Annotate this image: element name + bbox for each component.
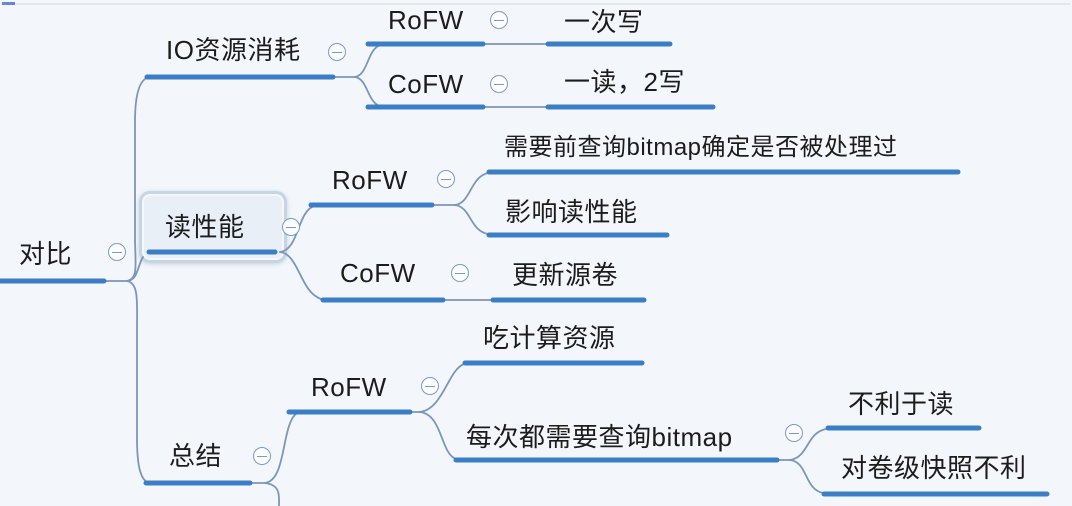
- top-edge-line: [15, 3, 1070, 5]
- collapse-icon[interactable]: [785, 424, 803, 442]
- collapse-icon[interactable]: [328, 43, 346, 61]
- topic-rofw-io[interactable]: RoFW: [388, 5, 464, 35]
- topic-bad-for-volume-snapshot[interactable]: 对卷级快照不利: [841, 453, 1027, 483]
- collapse-icon[interactable]: [421, 377, 439, 395]
- topic-read-performance[interactable]: 读性能: [165, 212, 245, 242]
- topic-affect-read-performance[interactable]: 影响读性能: [505, 197, 638, 227]
- topic-summary[interactable]: 总结: [169, 441, 223, 471]
- topic-query-bitmap-every-time[interactable]: 每次都需要查询bitmap: [466, 422, 733, 452]
- topic-consume-compute[interactable]: 吃计算资源: [483, 323, 616, 353]
- collapse-icon[interactable]: [437, 170, 455, 188]
- collapse-icon[interactable]: [253, 447, 271, 465]
- collapse-icon[interactable]: [282, 218, 300, 236]
- topic-cofw-read[interactable]: CoFW: [340, 258, 416, 288]
- topic-rofw-read[interactable]: RoFW: [332, 165, 408, 195]
- topic-one-write[interactable]: 一次写: [564, 7, 644, 37]
- collapse-icon[interactable]: [490, 11, 508, 29]
- topic-bad-for-read[interactable]: 不利于读: [848, 389, 955, 419]
- top-edge-progress-segment: [2, 2, 15, 5]
- topic-rofw-summary[interactable]: RoFW: [311, 372, 387, 402]
- topic-compare[interactable]: 对比: [19, 239, 73, 269]
- collapse-icon[interactable]: [108, 243, 126, 261]
- topic-io-consumption[interactable]: IO资源消耗: [166, 35, 301, 65]
- topic-update-source-volume[interactable]: 更新源卷: [512, 260, 619, 290]
- collapse-icon[interactable]: [490, 75, 508, 93]
- topic-query-bitmap-before[interactable]: 需要前查询bitmap确定是否被处理过: [504, 134, 898, 161]
- collapse-icon[interactable]: [451, 264, 469, 282]
- topic-cofw-io[interactable]: CoFW: [388, 69, 464, 99]
- topic-one-read-two-writes[interactable]: 一读，2写: [564, 67, 685, 97]
